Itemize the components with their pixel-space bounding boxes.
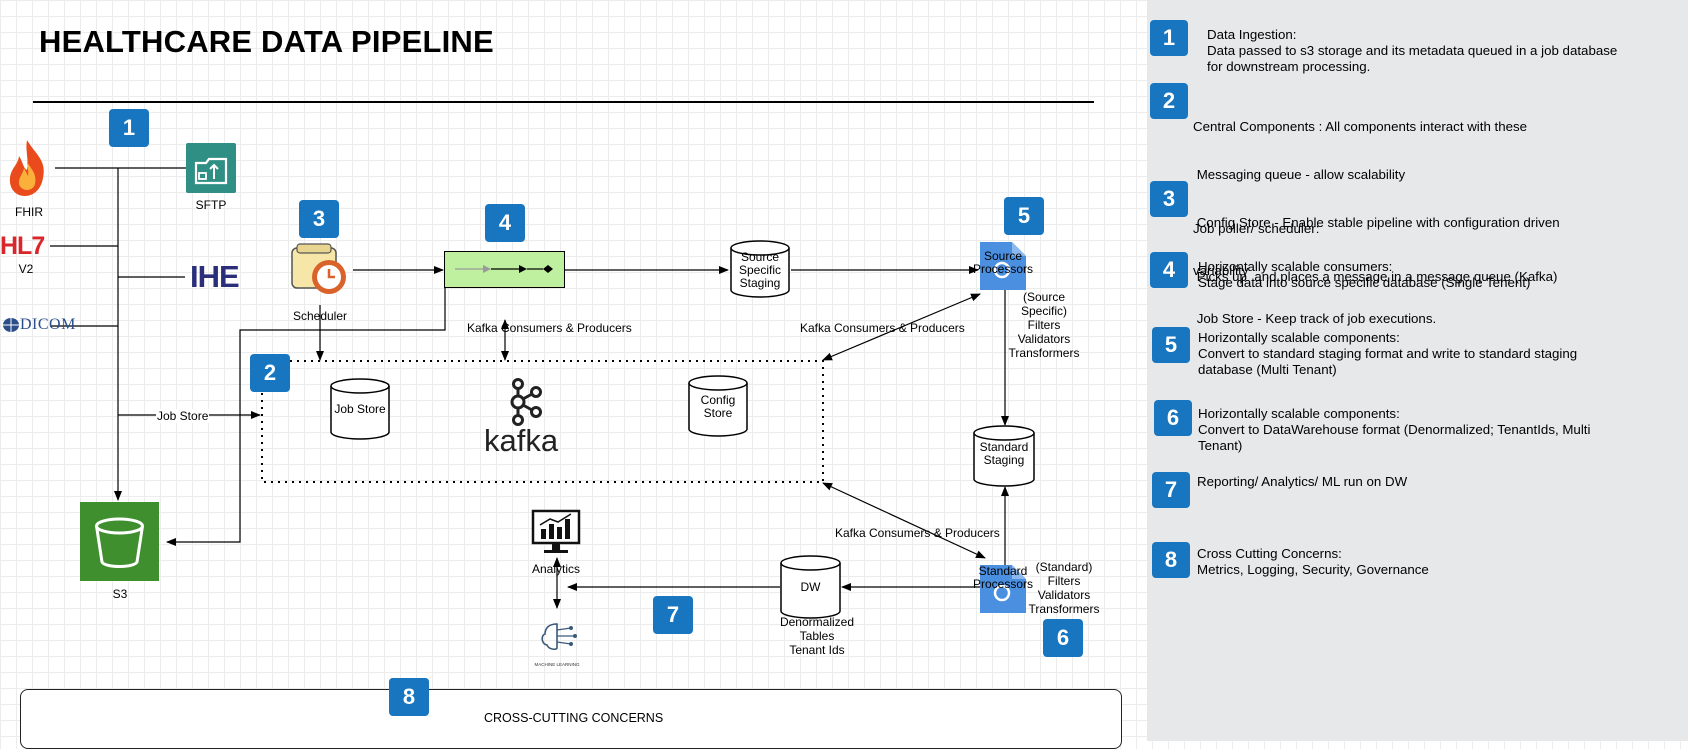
step-badge-4: 4 [485,204,525,242]
config-store-db: Config Store [688,375,748,437]
step-badge-5: 5 [1004,197,1044,235]
source-processors-icon [980,242,1026,290]
s3-label: S3 [112,587,128,601]
cross-cutting-badge: 8 [389,678,429,716]
ihe-logo: IHE [190,259,240,294]
fhir-flame-icon [5,138,49,198]
standard-processors-label: Standard Processors [972,564,1034,591]
job-store-edge-label: Job Store [156,409,210,423]
step-badge-1: 1 [109,109,149,147]
sftp-icon [186,143,236,193]
kafka-consumers-producers-label-3: Kafka Consumers & Producers [835,526,1000,540]
kafka-consumers-producers-label-2: Kafka Consumers & Producers [800,321,965,335]
step-badge-2: 2 [250,354,290,392]
standard-processors-icon [980,565,1026,613]
legend-panel: 1 Data Ingestion: Data passed to s3 stor… [1147,0,1688,741]
data-warehouse-notes: Denormalized Tables Tenant Ids [779,615,855,657]
machine-learning-label: MACHINE LEARNING [534,662,580,667]
step-badge-7: 7 [653,596,693,634]
cross-cutting-concerns-label: CROSS-CUTTING CONCERNS [484,711,664,725]
queue-arrows-icon [455,265,553,273]
kafka-wordmark: kafka [484,423,559,458]
kafka-topic-queue [444,251,565,288]
kafka-logo-icon [504,378,544,426]
source-processors-label: Source Processors [972,249,1034,276]
source-processors-notes: (Source Specific) Filters Validators Tra… [1008,290,1080,360]
dicom-globe-icon [3,318,19,332]
cross-cutting-concerns-box [20,689,1122,749]
machine-learning-brain-icon [535,620,579,656]
standard-processors-notes: (Standard) Filters Validators Transforme… [1028,560,1100,616]
job-store-db: Job Store [330,378,390,440]
dicom-logo: DICOM [2,316,76,334]
dicom-wordmark: DICOM [20,316,76,333]
analytics-monitor-icon [531,509,581,555]
hl7-version-label: V2 [18,262,34,276]
step-badge-3: 3 [299,200,339,238]
data-warehouse-db: DW [780,555,841,619]
title-divider [33,101,1094,103]
standard-staging-db: Standard Staging [973,425,1035,487]
kafka-consumers-producers-label-1: Kafka Consumers & Producers [467,321,632,335]
scheduler-label: Scheduler [292,309,348,323]
fhir-label: FHIR [15,205,43,219]
hl7-logo: HL7 [0,232,45,260]
step-badge-6: 6 [1043,619,1083,657]
connector-layer [50,167,1009,609]
scheduler-icon [289,242,351,296]
sftp-label: SFTP [195,198,227,212]
page-title: HEALTHCARE DATA PIPELINE [39,24,494,59]
source-specific-staging-db: Source Specific Staging [730,240,790,298]
s3-bucket-icon [80,502,159,581]
central-components-boundary [261,360,824,483]
analytics-label: Analytics [531,562,581,576]
